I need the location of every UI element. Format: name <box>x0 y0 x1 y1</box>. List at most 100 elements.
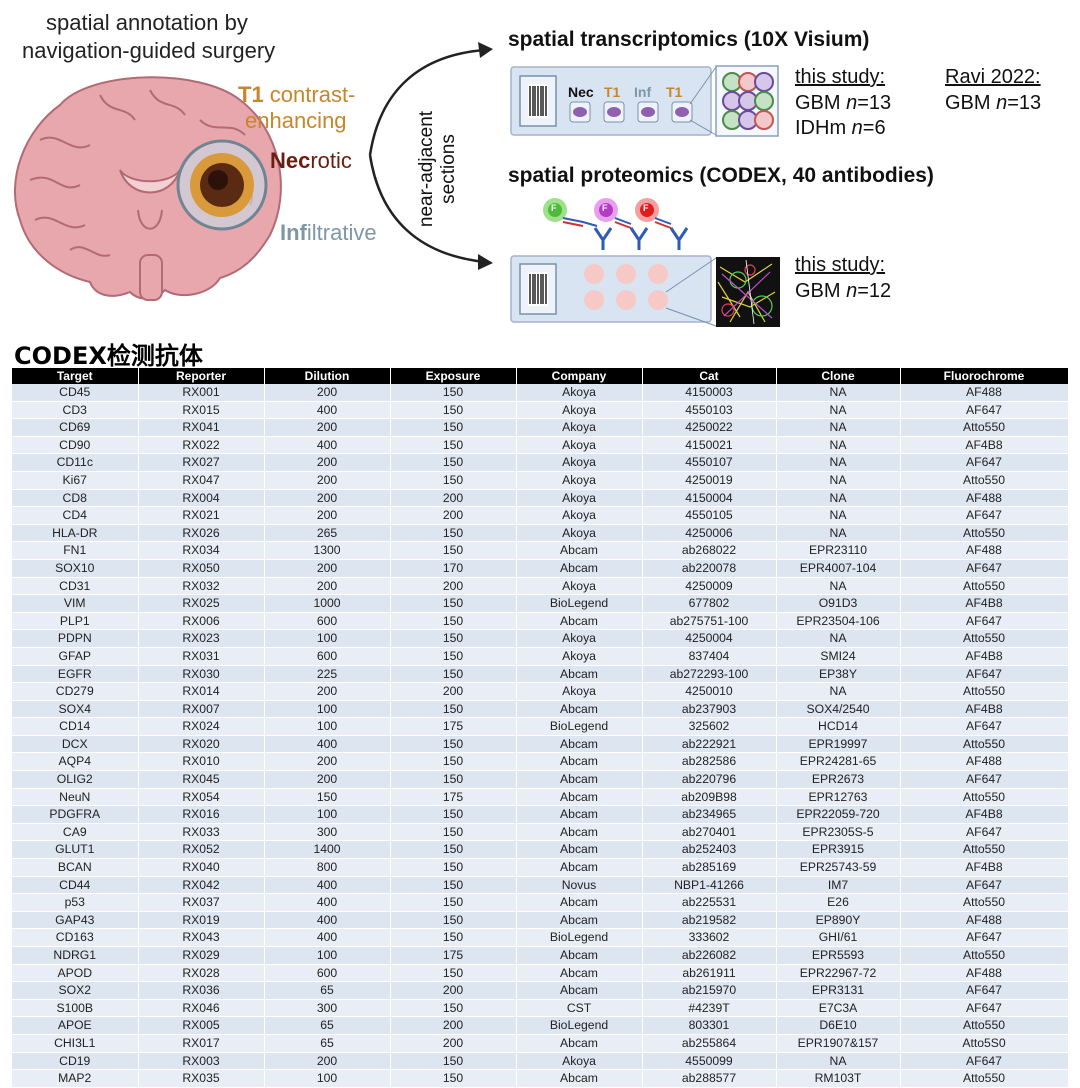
table-cell-reporter: RX022 <box>138 436 265 455</box>
table-cell-dilution: 100 <box>264 805 391 824</box>
table-cell-dilution: 65 <box>264 1016 391 1035</box>
table-cell-company: Abcam <box>516 805 643 824</box>
arrow-down-icon <box>368 154 486 264</box>
antibodies-graphic <box>543 198 689 250</box>
table-cell-company: Abcam <box>516 1034 643 1053</box>
table-cell-fluorochrome: AF488 <box>900 911 1069 930</box>
table-cell-fluorochrome: AF647 <box>900 559 1069 578</box>
table-cell-reporter: RX024 <box>138 717 265 736</box>
table-cell-cat: ab282586 <box>642 752 777 772</box>
tissue-spots <box>584 264 668 310</box>
ravi-label: Ravi 2022: <box>945 66 1041 88</box>
table-cell-cat: ab285169 <box>642 858 777 877</box>
table-cell-cat: ab220796 <box>642 770 777 789</box>
sections-label: near-adjacent sections <box>416 110 459 228</box>
table-cell-cat: ab270401 <box>642 823 777 842</box>
table-cell-dilution: 400 <box>264 911 391 930</box>
table-cell-company: Akoya <box>516 1052 643 1071</box>
table-cell-fluorochrome: Atto550 <box>900 840 1069 860</box>
table-cell-clone: EPR4007-104 <box>776 559 901 578</box>
table-cell-company: Akoya <box>516 682 643 701</box>
column-header-exposure: Exposure <box>390 368 517 384</box>
table-cell-fluorochrome: AF488 <box>900 541 1069 560</box>
table-cell-exposure: 150 <box>390 1069 517 1088</box>
table-cell-target: PDGFRA <box>12 805 139 824</box>
table-cell-company: BioLegend <box>516 594 643 613</box>
table-cell-clone: NA <box>776 418 901 437</box>
table-cell-cat: 4250004 <box>642 629 777 648</box>
table-cell-cat: ab225531 <box>642 893 777 912</box>
table-cell-target: CD11c <box>12 453 139 472</box>
table-cell-clone: NA <box>776 629 901 648</box>
table-cell-fluorochrome: Atto5S0 <box>900 1034 1069 1053</box>
table-cell-clone: NA <box>776 401 901 420</box>
table-cell-fluorochrome: Atto550 <box>900 1016 1069 1035</box>
table-cell-exposure: 175 <box>390 788 517 807</box>
table-cell-cat: 4150004 <box>642 489 777 508</box>
table-cell-clone: EPR3131 <box>776 981 901 1000</box>
table-cell-dilution: 65 <box>264 981 391 1000</box>
table-cell-dilution: 265 <box>264 524 391 543</box>
table-cell-company: Novus <box>516 876 643 895</box>
proteomics-title: spatial proteomics (CODEX, 40 antibodies… <box>508 164 934 187</box>
table-cell-fluorochrome: AF647 <box>900 876 1069 895</box>
table-cell-dilution: 65 <box>264 1034 391 1053</box>
table-cell-clone: EPR5593 <box>776 946 901 965</box>
table-cell-reporter: RX010 <box>138 752 265 772</box>
table-cell-clone: EPR3915 <box>776 840 901 860</box>
table-cell-reporter: RX054 <box>138 788 265 807</box>
table-cell-target: CD45 <box>12 384 139 402</box>
antibody-f-label-3: F <box>643 203 649 213</box>
table-cell-clone: NA <box>776 436 901 455</box>
table-cell-company: Abcam <box>516 1069 643 1088</box>
table-cell-cat: ab288577 <box>642 1069 777 1088</box>
table-cell-company: Abcam <box>516 752 643 772</box>
table-cell-exposure: 150 <box>390 541 517 560</box>
table-cell-cat: 803301 <box>642 1016 777 1035</box>
table-cell-company: Akoya <box>516 577 643 596</box>
table-cell-clone: E7C3A <box>776 999 901 1018</box>
table-cell-fluorochrome: AF4B8 <box>900 647 1069 666</box>
table-cell-clone: SMI24 <box>776 647 901 666</box>
table-cell-clone: EPR22967-72 <box>776 964 901 983</box>
table-cell-reporter: RX043 <box>138 928 265 947</box>
table-cell-reporter: RX028 <box>138 964 265 983</box>
table-cell-company: Abcam <box>516 559 643 578</box>
table-cell-target: SOX10 <box>12 559 139 578</box>
table-cell-reporter: RX014 <box>138 682 265 701</box>
table-cell-target: CD279 <box>12 682 139 701</box>
table-cell-cat: ab209B98 <box>642 788 777 807</box>
codex-slide-graphic <box>510 255 780 327</box>
slide-label-nec: Nec <box>568 84 594 100</box>
table-cell-exposure: 150 <box>390 840 517 860</box>
table-cell-reporter: RX052 <box>138 840 265 860</box>
table-cell-exposure: 150 <box>390 1052 517 1071</box>
table-cell-target: S100B <box>12 999 139 1018</box>
table-cell-exposure: 175 <box>390 946 517 965</box>
table-cell-clone: NA <box>776 1052 901 1071</box>
table-cell-dilution: 200 <box>264 453 391 472</box>
table-cell-reporter: RX042 <box>138 876 265 895</box>
table-cell-reporter: RX027 <box>138 453 265 472</box>
table-cell-dilution: 100 <box>264 946 391 965</box>
table-cell-exposure: 150 <box>390 999 517 1018</box>
antibody-icon <box>543 198 689 250</box>
table-cell-fluorochrome: AF647 <box>900 401 1069 420</box>
tissue-spots <box>569 101 693 123</box>
table-cell-clone: NA <box>776 384 901 402</box>
table-cell-fluorochrome: AF4B8 <box>900 700 1069 719</box>
table-cell-exposure: 150 <box>390 876 517 895</box>
